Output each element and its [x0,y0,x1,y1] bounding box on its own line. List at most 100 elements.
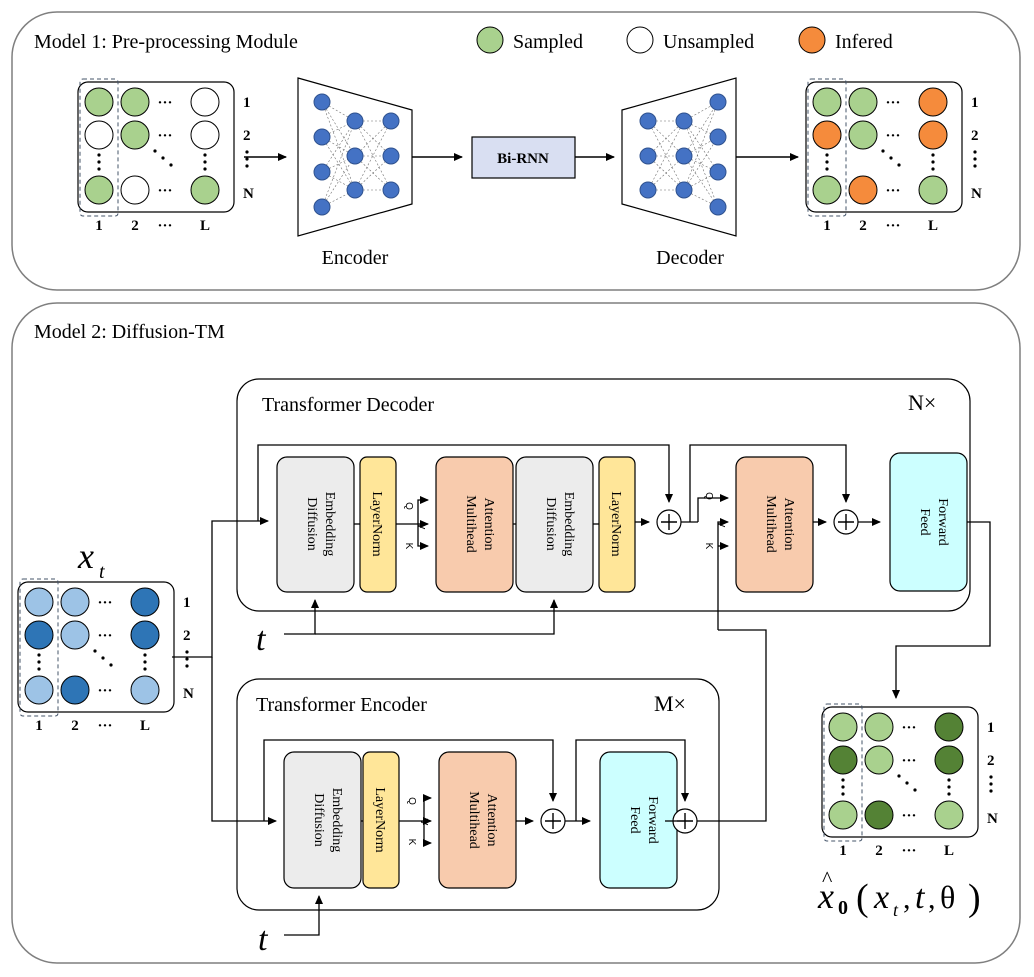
column-ellipsis-dot [143,653,147,657]
decoder-q-label-1: Q [403,502,414,510]
matrix-cell [828,745,858,775]
xt-label: x [77,536,94,576]
decoder-feed-forward-label-b: Forward [935,498,950,545]
col-label-2: L [928,218,938,234]
decoder-diffusion-embedding-1-label-a: Diffusion [304,497,319,550]
row-label-ellipsis-dot [245,150,249,154]
network-edge [683,136,719,191]
row-label-2: N [987,811,998,827]
col-label-1: 2 [875,843,883,859]
neuron [382,147,400,165]
col-label-ellipsis: ··· [157,218,172,234]
col-label-ellipsis: ··· [885,218,900,234]
col-label-0: 1 [35,718,43,734]
encoder-layernorm-label: LayerNorm [372,787,387,852]
first-column-highlight [807,78,847,217]
neuron [675,147,693,165]
neuron [639,147,657,165]
column-ellipsis-dot [947,778,951,782]
column-ellipsis-dot [931,153,935,157]
column-ellipsis-dot [97,160,101,164]
row-label-1: 2 [243,128,251,144]
decoder-diffusion-embedding-2-label-a: Diffusion [543,497,558,550]
first-column-highlight [79,78,119,217]
row-label-ellipsis-dot [245,157,249,161]
column-ellipsis-dot [97,167,101,171]
diagonal-ellipsis-dot [161,156,165,160]
matrix-cell [848,87,878,117]
encoder-q-label: Q [406,797,417,805]
neuron [313,128,331,146]
col-label-1: 2 [71,718,79,734]
row-label-2: N [243,186,254,202]
legend-sampled-swatch [476,26,504,54]
row-label-ellipsis-dot [973,164,977,168]
column-ellipsis-dot [143,660,147,664]
encoder-k-label: K [406,839,417,846]
row-label-ellipsis-dot [185,664,189,668]
neuron [639,181,657,199]
encoder-network [313,93,400,216]
row-label-0: 1 [243,95,251,111]
matrix-cell [84,175,114,205]
legend-infered-swatch [798,26,826,54]
matrix-cell [934,745,964,775]
output-formula: x ^ 0 ( x t , t , θ ) [817,866,981,920]
decoder-attention-2-label-b: Attention [781,498,796,551]
row-label-ellipsis-dot [973,150,977,154]
output-hat-accent: ^ [822,866,833,891]
diagonal-ellipsis-dot [881,149,885,153]
column-ellipsis-dot [97,153,101,157]
decoder-multihead-attention-2 [735,456,814,593]
col-label-0: 1 [823,218,831,234]
column-ellipsis-dot [841,785,845,789]
row-ellipsis: ··· [97,628,112,644]
col-label-0: 1 [839,843,847,859]
decoder-diffusion-embedding-1-label-b: Embedding [322,492,337,557]
decoder-add-node-1-plus [661,514,677,530]
diagonal-ellipsis-dot [101,656,105,660]
row-ellipsis: ··· [885,183,900,199]
matrix-cell [24,587,54,617]
col-label-2: L [944,843,954,859]
diagonal-ellipsis-dot [109,663,113,667]
row-ellipsis: ··· [901,720,916,736]
row-ellipsis: ··· [157,183,172,199]
output-arg-x: x [873,879,889,916]
matrix-cell [24,675,54,705]
row-label-ellipsis-dot [973,157,977,161]
first-column-highlight [19,578,59,717]
encoder-feed-forward-label-a: Feed [627,806,642,833]
model1-frame [11,11,1021,291]
neuron [346,112,364,130]
row-label-2: N [971,186,982,202]
matrix-cell [60,620,90,650]
matrix-cell [918,120,948,150]
transformer-encoder-title: Transformer Encoder [256,694,427,716]
matrix-cell [848,175,878,205]
matrix-cell [828,800,858,830]
network-edge [321,101,356,157]
matrix-cell [848,120,878,150]
neuron [675,181,693,199]
neuron [346,147,364,165]
output-arg-t: t [915,879,926,916]
output-arg-theta: θ [940,879,955,915]
row-label-1: 2 [971,128,979,144]
col-label-2: L [140,718,150,734]
matrix-cell [812,175,842,205]
matrix-cell [120,175,150,205]
row-label-ellipsis-dot [989,789,993,793]
encoder-attention-label-b: Attention [484,794,499,847]
matrix-frame [17,581,175,713]
decoder-t-label: t [256,621,267,658]
matrix-cell [190,120,220,150]
row-label-1: 2 [987,753,995,769]
transformer-decoder-title: Transformer Decoder [262,394,434,416]
decoder-diffusion-embedding-2-label-b: Embedding [561,492,576,557]
neuron [313,198,331,216]
column-ellipsis-dot [203,167,207,171]
